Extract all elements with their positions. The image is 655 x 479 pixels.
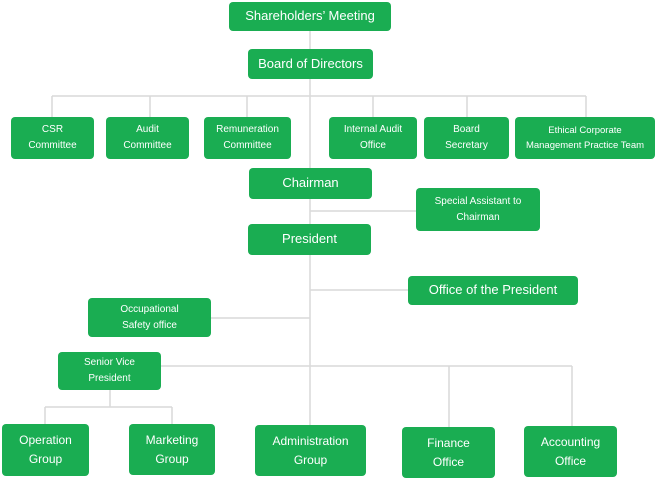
node-special-assistant: Special Assistant to Chairman (416, 188, 540, 231)
node-office-of-the-president: Office of the President (408, 276, 578, 305)
node-csr-committee: CSR Committee (11, 117, 94, 159)
node-ethical-corporate-team: Ethical Corporate Management Practice Te… (515, 117, 655, 159)
node-chairman: Chairman (249, 168, 372, 199)
node-marketing-group: Marketing Group (129, 424, 215, 475)
node-occupational-safety-office: Occupational Safety office (88, 298, 211, 337)
node-senior-vice-president: Senior Vice President (58, 352, 161, 390)
node-internal-audit-office: Internal Audit Office (329, 117, 417, 159)
node-audit-committee: Audit Committee (106, 117, 189, 159)
node-board-of-directors: Board of Directors (248, 49, 373, 79)
node-board-secretary: Board Secretary (424, 117, 509, 159)
node-finance-office: Finance Office (402, 427, 495, 478)
node-operation-group: Operation Group (2, 424, 89, 476)
node-administration-group: Administration Group (255, 425, 366, 476)
node-accounting-office: Accounting Office (524, 426, 617, 477)
node-president: President (248, 224, 371, 255)
node-remuneration-committee: Remuneration Committee (204, 117, 291, 159)
node-shareholders-meeting: Shareholders’ Meeting (229, 2, 391, 31)
